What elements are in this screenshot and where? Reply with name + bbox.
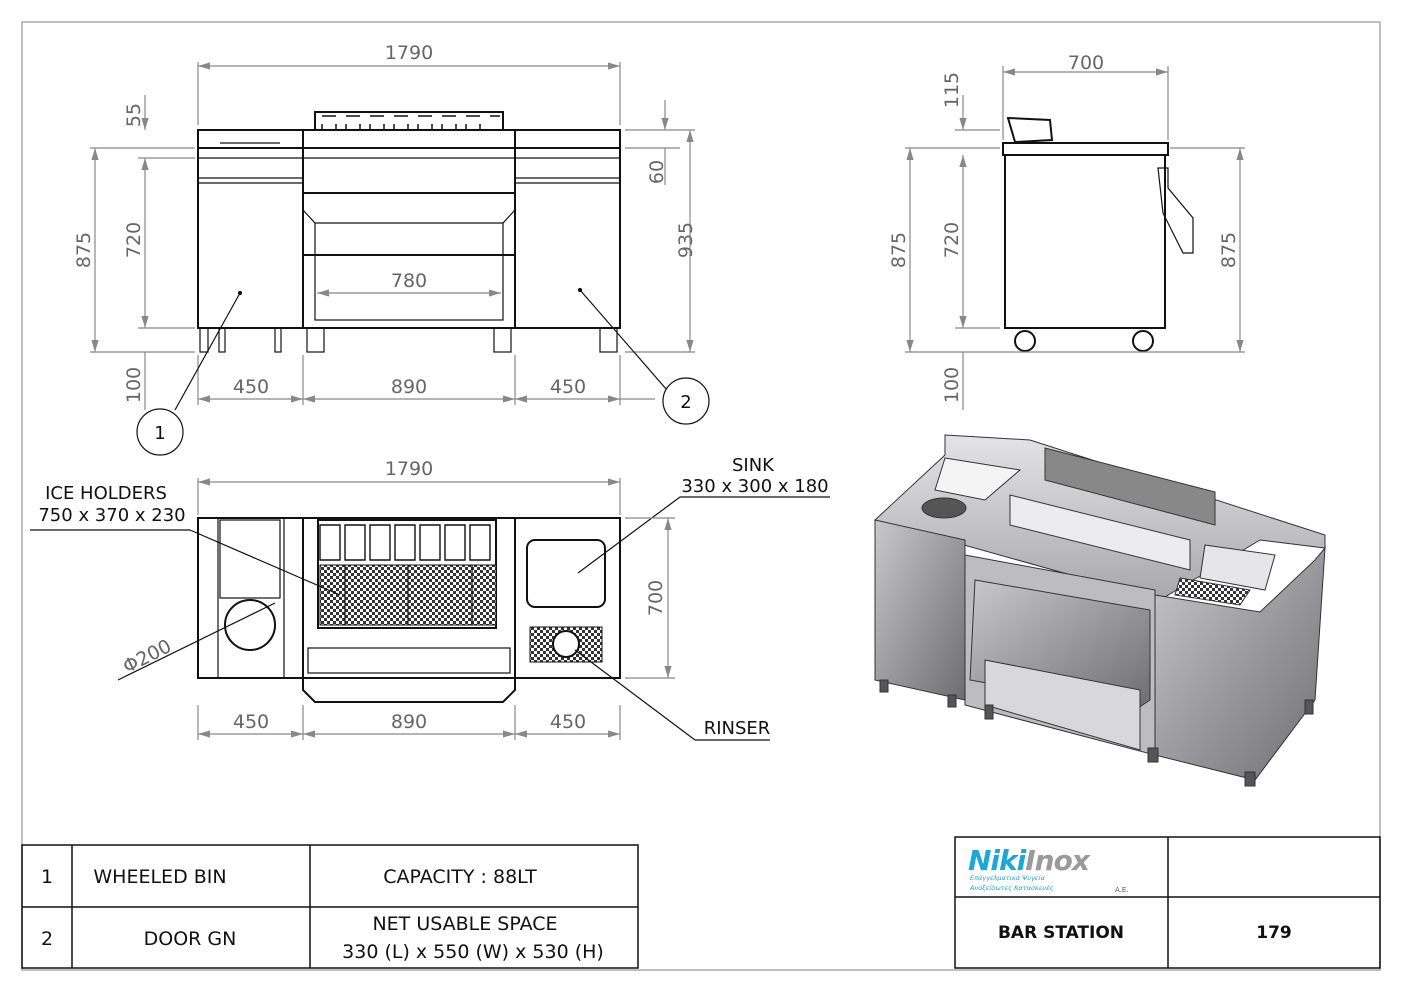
front-view: 1790 55 875 720 100 60 935 780 450 890 4… xyxy=(73,42,710,456)
part-spec: NET USABLE SPACE xyxy=(372,913,557,935)
sheet-border xyxy=(21,21,1381,971)
parts-table xyxy=(21,844,639,969)
title-block: NikiInox Επαγγελματικά Ψυγεία Ανοξείδωτε… xyxy=(954,836,1381,969)
front-inner-780-dim: 780 xyxy=(391,270,427,292)
ice-holders-size: 750 x 370 x 230 xyxy=(38,505,185,526)
ice-holders-label: ICE HOLDERS xyxy=(45,483,167,504)
product-code: 179 xyxy=(1256,923,1292,943)
top-mid-890-dim: 890 xyxy=(391,711,427,733)
side-115-dim: 115 xyxy=(941,72,963,108)
part-name: DOOR GN xyxy=(144,928,237,950)
side-720-dim: 720 xyxy=(941,222,963,258)
parts-table-row: 2 DOOR GN NET USABLE SPACE 330 (L) x 550… xyxy=(41,913,604,963)
callout-1-circle xyxy=(136,408,184,456)
side-view: 700 115 875 720 100 875 xyxy=(888,52,1245,410)
front-60-dim: 60 xyxy=(646,160,668,184)
side-875-right-dim: 875 xyxy=(1218,232,1240,268)
side-feet-dim: 100 xyxy=(941,367,963,403)
front-height-720-dim: 720 xyxy=(123,222,145,258)
rinser-label: RINSER xyxy=(704,718,771,739)
isometric-render xyxy=(874,434,1326,787)
front-935-dim: 935 xyxy=(675,222,697,258)
front-right-450-dim: 450 xyxy=(550,376,586,398)
top-depth-dim: 700 xyxy=(645,580,667,616)
front-left-450-dim: 450 xyxy=(233,376,269,398)
top-left-450-dim: 450 xyxy=(233,711,269,733)
callout-2-circle xyxy=(662,377,710,425)
part-name: WHEELED BIN xyxy=(93,866,226,888)
sink-label: SINK xyxy=(732,455,775,476)
sink-size: 330 x 300 x 180 xyxy=(681,476,828,497)
parts-table-row: 1 WHEELED BIN CAPACITY : 88LT xyxy=(41,866,537,888)
svg-text:A.E.: A.E. xyxy=(1115,886,1129,894)
front-top-ledge-dim: 55 xyxy=(123,103,145,127)
part-number: 1 xyxy=(41,866,53,888)
nikiinox-logo: NikiInox Επαγγελματικά Ψυγεία Ανοξείδωτε… xyxy=(968,844,1129,894)
product-name: BAR STATION xyxy=(998,923,1124,943)
sink-basin xyxy=(526,539,606,608)
side-depth-dim: 700 xyxy=(1068,52,1104,74)
bin-diameter-dim: Φ200 xyxy=(119,635,175,678)
svg-text:NikiInox: NikiInox xyxy=(968,844,1091,877)
part-spec-dimensions: 330 (L) x 550 (W) x 530 (H) xyxy=(342,941,604,963)
top-view: 1790 700 Φ200 450 890 450 ICE HOLDERS 75… xyxy=(30,455,830,741)
svg-text:Ανοξείδωτες Κατασκευές: Ανοξείδωτες Κατασκευές xyxy=(969,884,1054,892)
front-height-875-dim: 875 xyxy=(73,232,95,268)
side-875-left-dim: 875 xyxy=(888,232,910,268)
part-spec: CAPACITY : 88LT xyxy=(383,866,537,888)
front-mid-890-dim: 890 xyxy=(391,376,427,398)
top-right-450-dim: 450 xyxy=(550,711,586,733)
front-width-dim: 1790 xyxy=(385,42,433,64)
svg-text:Επαγγελματικά Ψυγεία: Επαγγελματικά Ψυγεία xyxy=(970,874,1046,882)
front-feet-dim: 100 xyxy=(123,367,145,403)
top-width-dim: 1790 xyxy=(385,458,433,480)
callout-2: 2 xyxy=(680,392,691,413)
callout-1: 1 xyxy=(154,423,165,444)
part-number: 2 xyxy=(41,928,53,950)
